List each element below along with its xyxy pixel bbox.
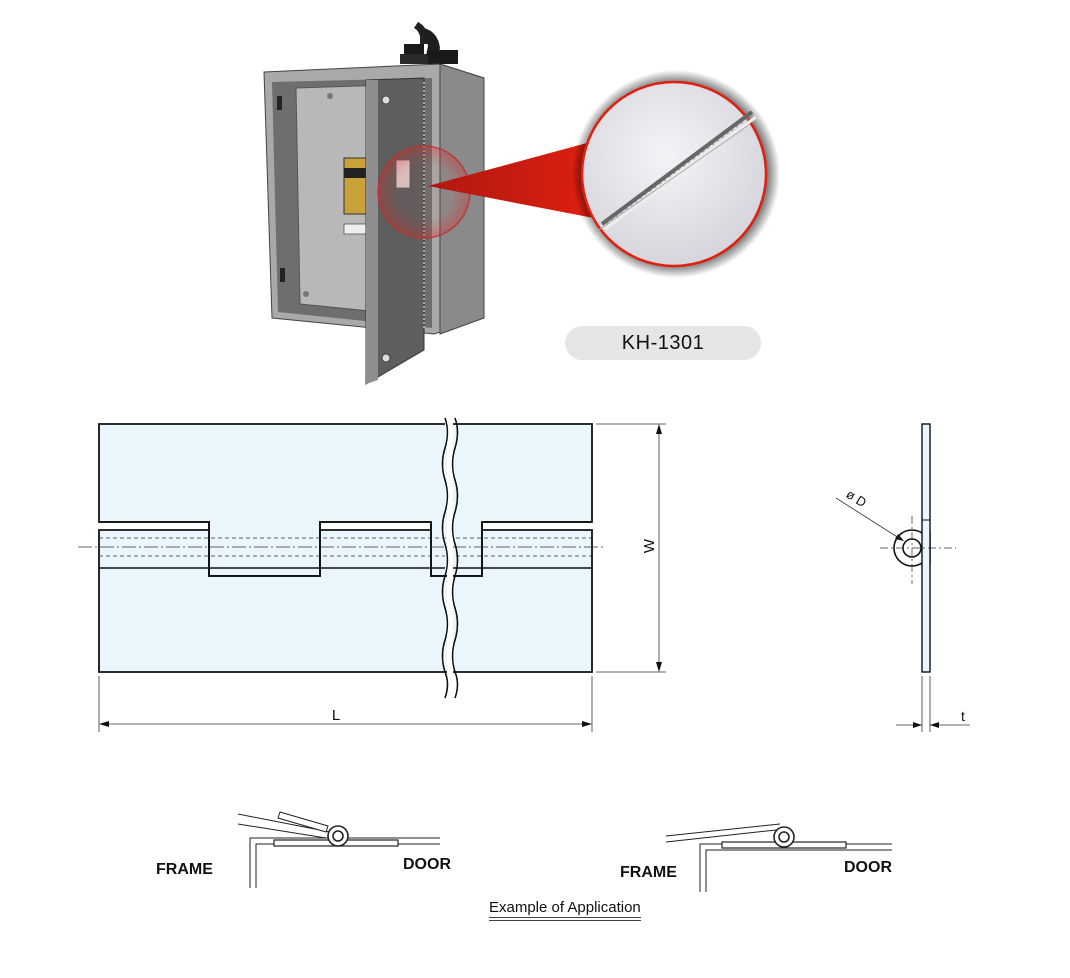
length-label: L [332, 707, 340, 724]
hinge-side-view: ø D [835, 423, 956, 673]
application-example-1: FRAME DOOR [156, 811, 451, 888]
diameter-label: ø D [844, 486, 870, 510]
hinge-zoom-detail [572, 70, 780, 278]
cable-glands [400, 22, 458, 64]
magnifier-lens [377, 145, 471, 239]
callout-beam [428, 140, 604, 220]
hinge-front-view [78, 417, 606, 699]
model-code: KH-1301 [621, 331, 705, 354]
length-dimension: L [98, 676, 593, 732]
door-label-1: DOOR [403, 856, 451, 873]
application-example-2: FRAME DOOR [620, 823, 892, 892]
width-label: W [641, 538, 658, 553]
cabinet-illustration [263, 22, 485, 385]
application-caption: Example of Application [489, 899, 641, 921]
frame-label-1: FRAME [156, 861, 213, 878]
width-dimension: W [596, 423, 666, 673]
thickness-dimension: t [896, 676, 970, 732]
model-code-badge: KH-1301 [565, 326, 761, 360]
frame-label-2: FRAME [620, 864, 677, 881]
thickness-label: t [961, 708, 965, 724]
door-label-2: DOOR [844, 859, 892, 876]
